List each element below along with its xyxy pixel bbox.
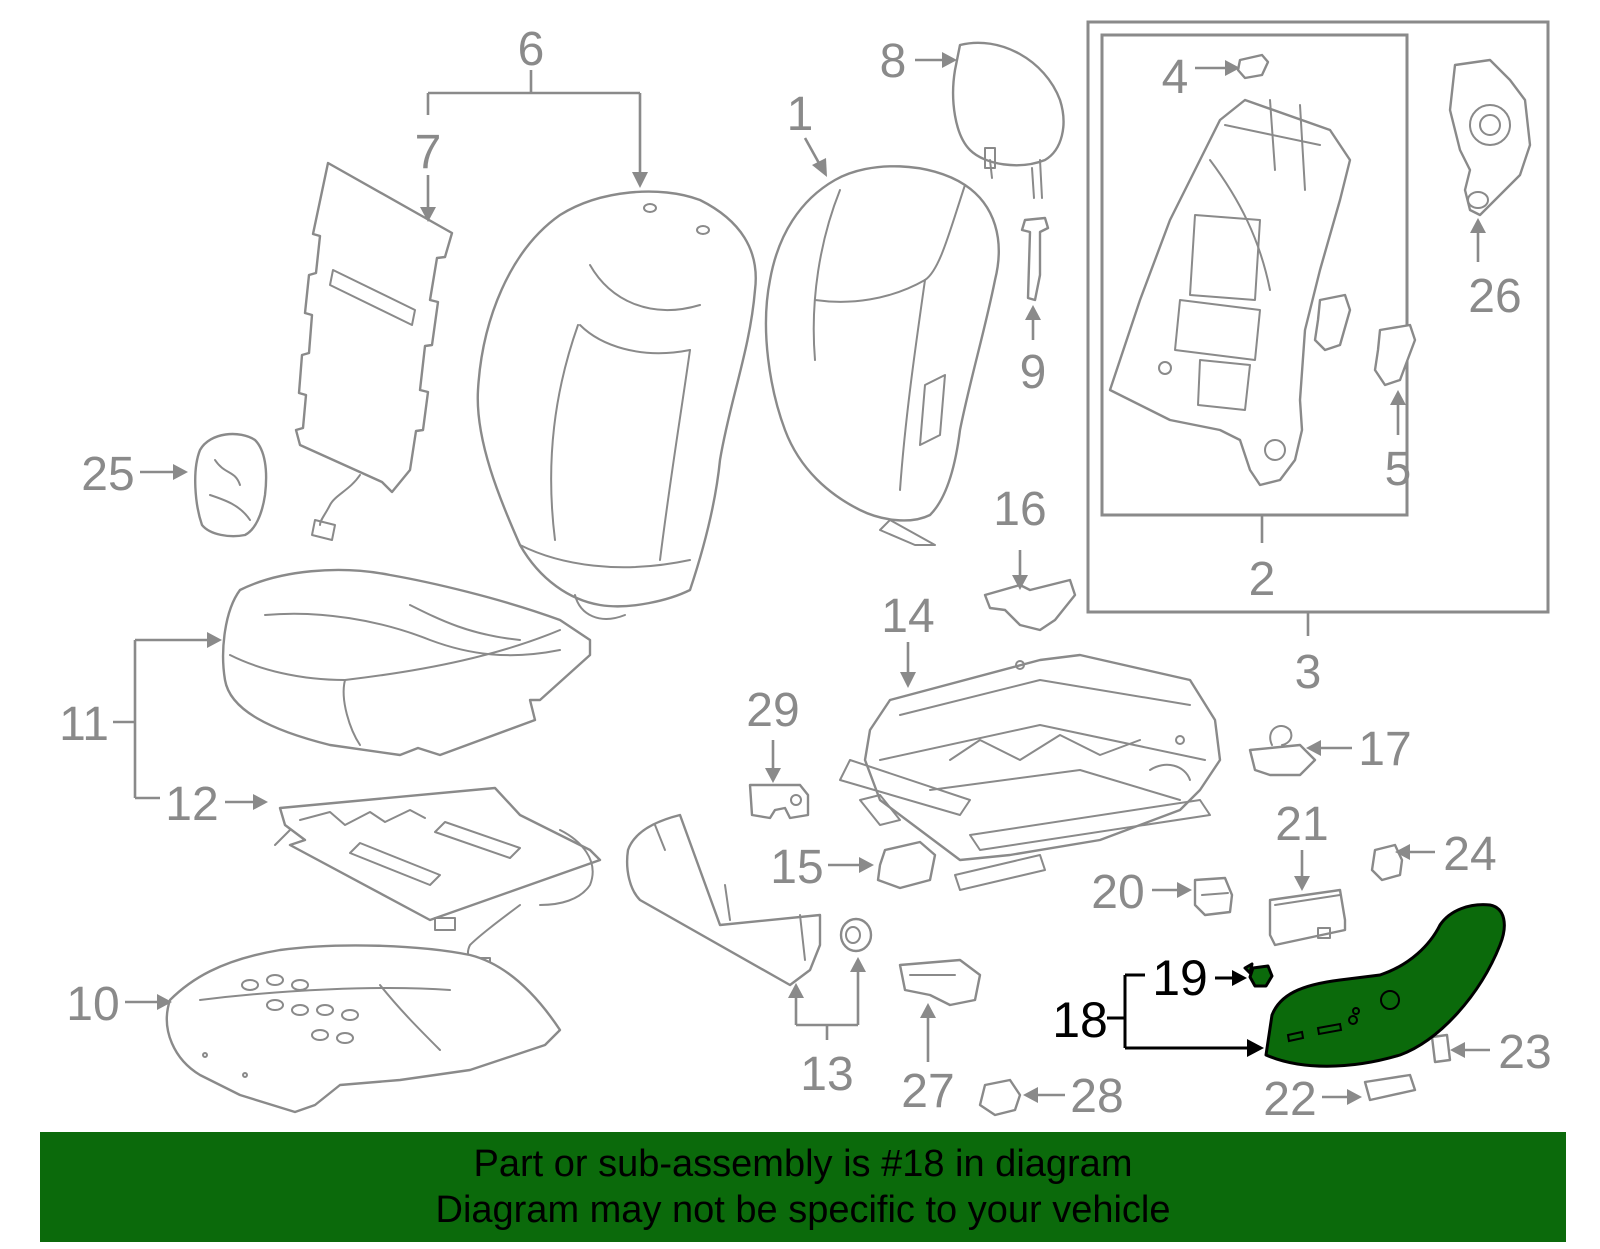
part-28-clip bbox=[978, 1078, 1022, 1117]
callout-16: 16 bbox=[993, 483, 1046, 536]
part-1-seatback-cover bbox=[764, 165, 1000, 546]
callout-2: 2 bbox=[1249, 553, 1276, 606]
callout-19: 19 bbox=[1152, 950, 1208, 1006]
callout-28: 28 bbox=[1070, 1070, 1123, 1123]
callout-4: 4 bbox=[1162, 51, 1189, 104]
part-14-cushion-frame bbox=[839, 653, 1222, 891]
part-23-clip bbox=[1430, 1033, 1452, 1064]
banner-line-1: Part or sub-assembly is #18 in diagram bbox=[473, 1143, 1133, 1185]
part-13-inner-shield bbox=[626, 813, 822, 987]
part-8-headrest bbox=[951, 41, 1065, 199]
callout-3: 3 bbox=[1295, 646, 1322, 699]
part-7-seatback-heater bbox=[294, 161, 454, 541]
part-22-plate bbox=[1363, 1073, 1417, 1102]
part-19-screw-highlighted bbox=[1243, 962, 1274, 988]
banner-line-2: Diagram may not be specific to your vehi… bbox=[435, 1189, 1171, 1231]
callout-15: 15 bbox=[770, 841, 823, 894]
callout-6: 6 bbox=[518, 23, 545, 76]
leader-lines bbox=[113, 52, 1490, 1105]
part-18-side-shield-highlighted bbox=[1264, 903, 1506, 1068]
part-21-switch bbox=[1268, 888, 1347, 947]
part-27-bracket bbox=[898, 958, 982, 1007]
callout-20: 20 bbox=[1091, 866, 1144, 919]
part-17-hook bbox=[1248, 725, 1317, 777]
callout-24: 24 bbox=[1443, 828, 1496, 881]
part-15-clip bbox=[876, 840, 937, 890]
callout-25: 25 bbox=[81, 448, 134, 501]
callout-17: 17 bbox=[1358, 723, 1411, 776]
part-11-cushion-cover bbox=[221, 568, 592, 757]
callout-13: 13 bbox=[800, 1048, 853, 1101]
callout-22: 22 bbox=[1263, 1073, 1316, 1126]
part-10-cushion-pad bbox=[165, 944, 562, 1114]
callout-8: 8 bbox=[880, 35, 907, 88]
callout-7: 7 bbox=[415, 126, 442, 179]
part-info-banner: Part or sub-assembly is #18 in diagram D… bbox=[40, 1132, 1566, 1242]
part-12-cushion-heater bbox=[274, 786, 602, 971]
callout-12: 12 bbox=[165, 778, 218, 831]
callout-29: 29 bbox=[746, 684, 799, 737]
part-2-seatback-frame bbox=[1108, 98, 1352, 487]
callout-9: 9 bbox=[1020, 346, 1047, 399]
part-29-bracket bbox=[748, 783, 810, 820]
part-5-brackets bbox=[1313, 293, 1417, 387]
callout-1: 1 bbox=[787, 88, 814, 141]
part-6-seatback-pad bbox=[476, 190, 757, 620]
callout-10: 10 bbox=[66, 978, 119, 1031]
part-3-group-box bbox=[1086, 20, 1550, 614]
callout-11: 11 bbox=[59, 698, 109, 751]
part-9-headrest-guide bbox=[1020, 216, 1050, 302]
callout-26: 26 bbox=[1468, 270, 1521, 323]
callout-21: 21 bbox=[1275, 798, 1328, 851]
callout-27: 27 bbox=[901, 1065, 954, 1118]
part-2-group-box bbox=[1100, 33, 1409, 517]
part-4-clip bbox=[1236, 53, 1270, 80]
part-13-grommet bbox=[839, 917, 873, 953]
callout-5: 5 bbox=[1385, 443, 1412, 496]
callout-18: 18 bbox=[1052, 992, 1108, 1048]
part-20-knob bbox=[1193, 876, 1234, 917]
callout-labels: 6 7 1 8 9 25 4 5 26 2 3 16 14 11 12 10 2… bbox=[59, 23, 1552, 1126]
part-16-cover bbox=[983, 578, 1077, 632]
part-26-recliner bbox=[1448, 58, 1532, 217]
leader-lines-highlighted bbox=[1107, 970, 1264, 1057]
part-25-recliner-cover bbox=[194, 432, 268, 538]
callout-14: 14 bbox=[881, 590, 934, 643]
part-24-knob bbox=[1370, 843, 1404, 882]
callout-23: 23 bbox=[1498, 1026, 1551, 1079]
